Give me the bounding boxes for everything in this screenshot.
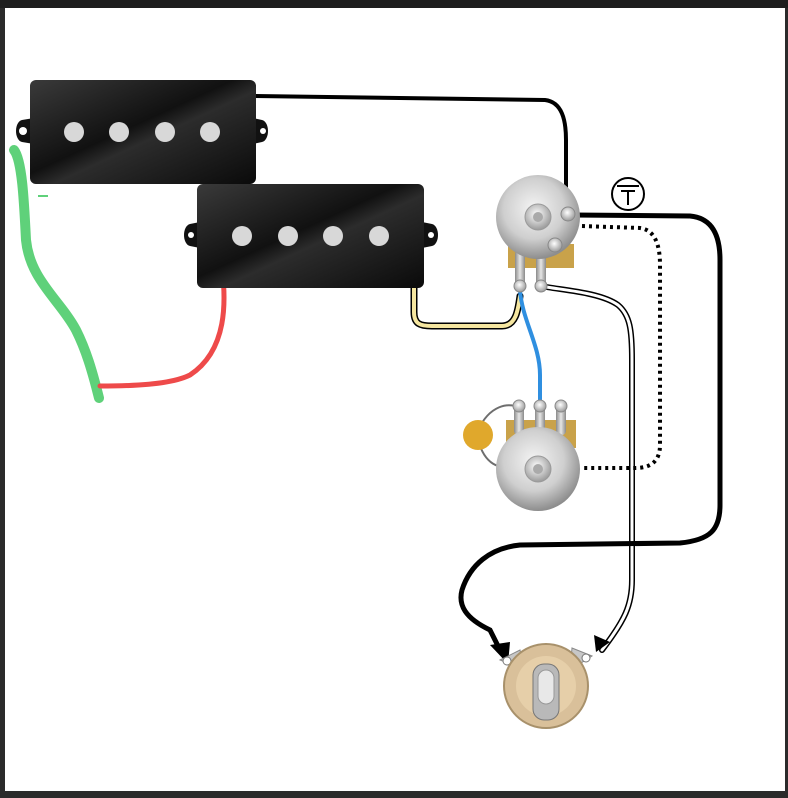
volume-pot-lug-2-tip	[534, 279, 548, 293]
black-pickup-wire	[253, 94, 568, 216]
pickup-2-pole-2	[278, 226, 298, 246]
volume-pot-ground-solder	[560, 206, 576, 222]
blue-wire	[518, 288, 542, 407]
red-series-wire	[97, 265, 227, 389]
output-jack-tab-right-hole	[581, 653, 591, 663]
green-ground-wire	[9, 145, 104, 403]
pickup-2-pole-4	[369, 226, 389, 246]
tone-pot-lug-3-tip	[554, 399, 568, 413]
tone-pot-lug-1	[514, 405, 524, 435]
dotted-ground-wire	[581, 224, 662, 470]
white-hot-wire-fill	[539, 284, 634, 652]
pickup-1-screw-hole-right	[260, 128, 266, 134]
pickup-2-pole-3	[323, 226, 343, 246]
pickup-1-pole-1	[64, 122, 84, 142]
pickup-1[interactable]	[16, 80, 268, 184]
output-jack-tab-left-hole	[502, 656, 512, 666]
pickup-1-screw-hole-left	[19, 127, 27, 135]
output-jack[interactable]	[498, 643, 594, 729]
tone-pot-lug-3	[556, 405, 566, 435]
yellow-pickup-wire-fill	[412, 283, 522, 328]
volume-pot-lug-2	[536, 250, 546, 288]
pickup-2[interactable]	[184, 184, 438, 288]
pickup-1-body	[30, 80, 256, 184]
output-jack-tip	[537, 669, 555, 705]
pickup-2-pole-1	[232, 226, 252, 246]
title-bar	[0, 0, 788, 8]
wiring-diagram-canvas	[5, 8, 785, 791]
volume-pot-lug-1	[515, 250, 525, 288]
pickup-1-pole-3	[155, 122, 175, 142]
yellow-pickup-wire	[410, 281, 524, 330]
tone-pot-lug-2-tip	[533, 399, 547, 413]
volume-pot-lug-1-tip	[513, 279, 527, 293]
volume-pot[interactable]	[496, 175, 580, 293]
black-ground-wire	[458, 212, 723, 653]
tone-pot-lug-1-tip	[512, 399, 526, 413]
pickup-1-pole-2	[109, 122, 129, 142]
white-wire-arrow	[594, 635, 610, 652]
tone-pot-shaft-center	[533, 464, 543, 474]
tone-pot[interactable]	[496, 399, 580, 511]
pickup-2-body	[197, 184, 424, 288]
volume-pot-solder-point	[547, 237, 563, 253]
capacitor[interactable]	[463, 420, 493, 450]
ground-icon	[611, 177, 645, 211]
pickup-1-pole-4	[200, 122, 220, 142]
wiring-diagram	[9, 80, 723, 729]
pickup-2-screw-hole-left	[188, 232, 194, 238]
pickup-2-screw-hole-right	[428, 232, 434, 238]
volume-pot-shaft-center	[533, 212, 543, 222]
